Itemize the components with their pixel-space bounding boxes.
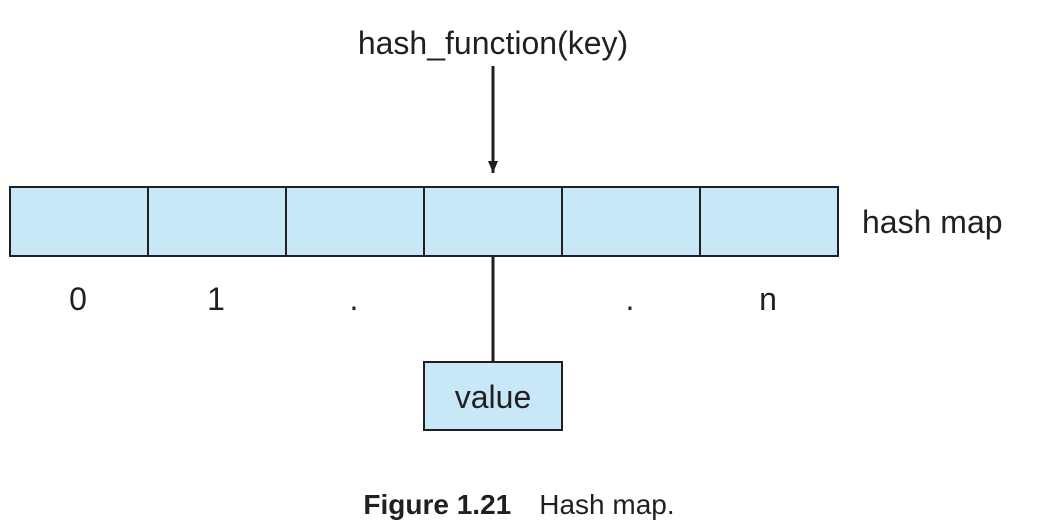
hash-map-cell-4 [561,186,701,257]
caption-number: Figure 1.21 [363,489,511,520]
index-label-0: 0 [69,281,87,317]
index-label-1: 1 [207,281,225,317]
index-labels: 0 1.. n [69,281,777,317]
hash-map-cell-2 [285,186,425,257]
hash-map-label: hash map [862,204,1003,240]
hash-map-array [9,186,839,257]
hash-map-cell-0 [9,186,149,257]
figure-caption: Figure 1.21 Hash map. [363,489,674,520]
index-label-2: . [350,281,359,317]
hash-map-cell-1 [147,186,287,257]
hash-function-label: hash_function(key) [358,25,628,61]
index-label-5: n [759,281,777,317]
value-label: value [455,379,532,415]
hash-map-cell-5 [699,186,839,257]
caption-text: Hash map. [539,489,674,520]
hash-map-cell-3 [423,186,563,257]
value-box [423,361,563,431]
index-label-4: . [626,281,635,317]
